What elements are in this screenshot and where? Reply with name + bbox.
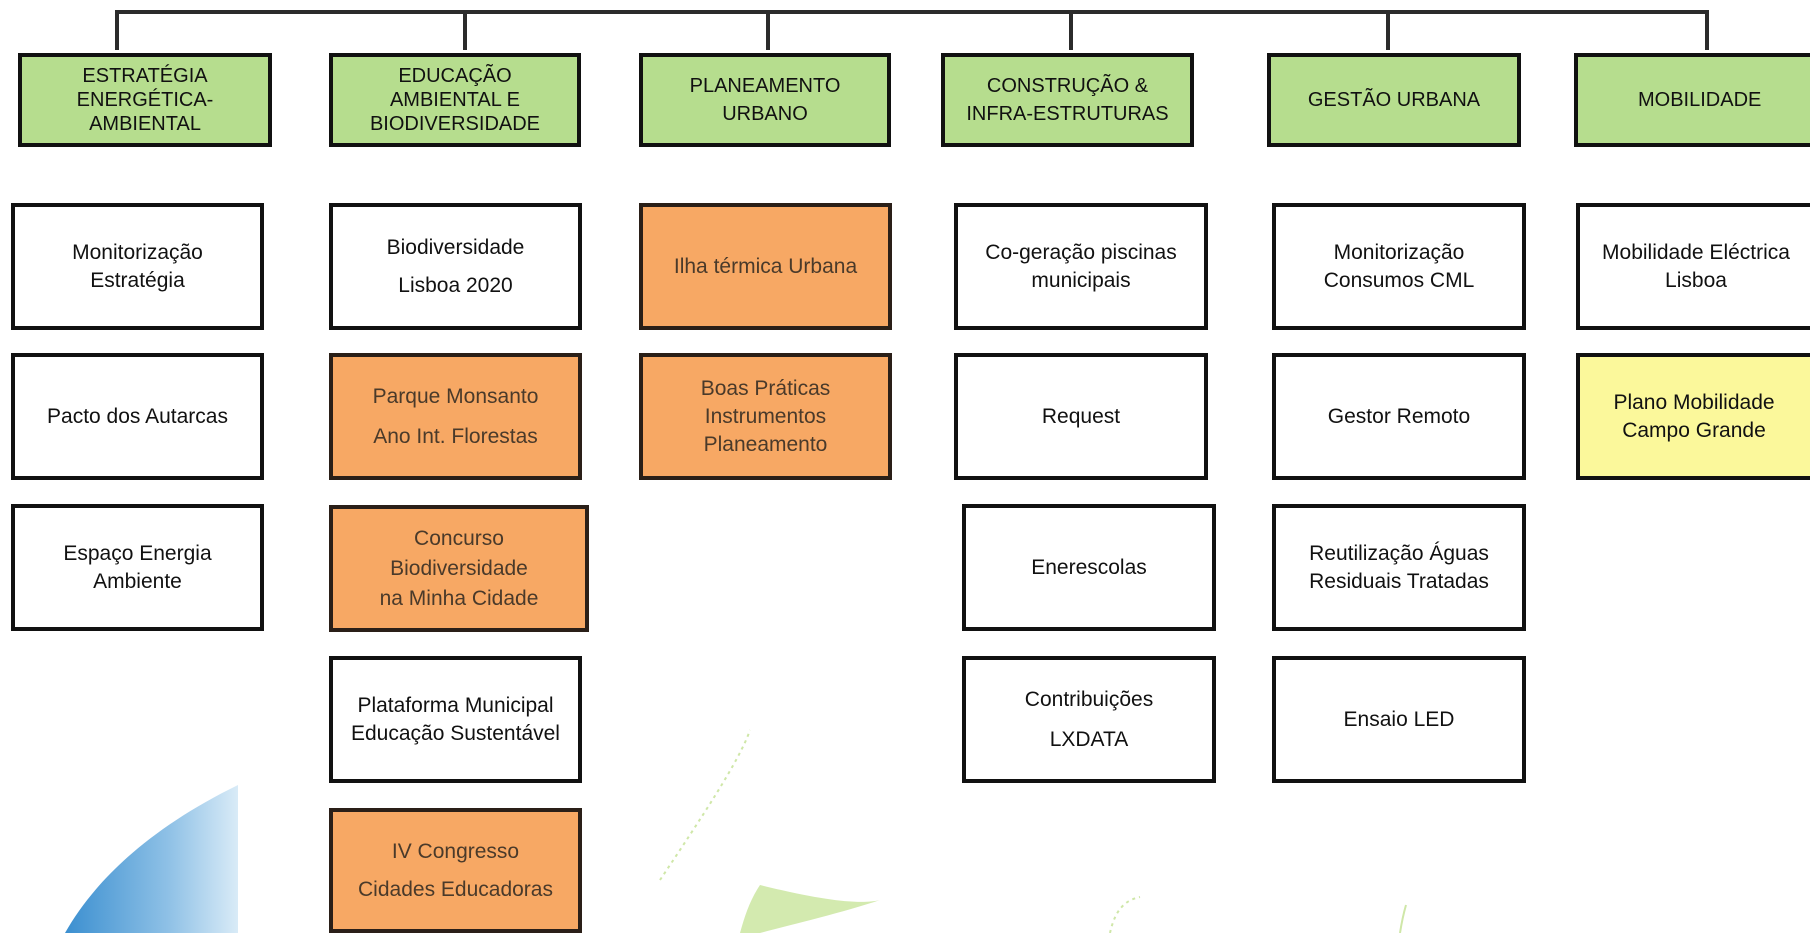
item-label: IV Congresso Cidades Educadoras [358, 839, 553, 901]
item-box-pacto-dos-autarcas: Pacto dos Autarcas [11, 353, 264, 480]
column-header-gestao-urbana: GESTÃO URBANA [1267, 53, 1521, 147]
column-header-label: GESTÃO URBANA [1307, 89, 1481, 111]
column-header-label: CONSTRUÇÃO & INFRA-ESTRUTURAS [966, 75, 1169, 125]
item-label: Boas Práticas Instrumentos Planeamento [700, 376, 831, 456]
item-label: Contribuições LXDATA [1024, 687, 1154, 751]
item-box-co-geracao: Co-geração piscinas municipais [954, 203, 1208, 330]
green-dotted-arc [659, 729, 751, 881]
item-box-plano-mobilidade: Plano Mobilidade Campo Grande [1576, 353, 1810, 480]
item-box-reutilizacao-aguas: Reutilização Águas Residuais Tratadas [1272, 504, 1526, 631]
item-box-monitorizacao-estrategia: Monitorização Estratégia [11, 203, 264, 330]
column-header-mobilidade: MOBILIDADE [1574, 53, 1810, 147]
green-swoosh-shape [740, 885, 880, 933]
green-faint-arc-2 [1399, 904, 1407, 933]
item-label: Ensaio LED [1343, 707, 1455, 731]
item-label: Request [1041, 404, 1121, 428]
item-box-espaco-energia-ambiente: Espaço Energia Ambiente [11, 504, 264, 631]
item-box-monitorizacao-consumos: Monitorização Consumos CML [1272, 203, 1526, 330]
blue-swoosh-shape [65, 785, 238, 933]
item-box-plataforma-municipal: Plataforma Municipal Educação Sustentáve… [329, 656, 582, 783]
item-label: Concurso Biodiversidade na Minha Cidade [379, 526, 539, 610]
item-label: Co-geração piscinas municipais [985, 240, 1177, 292]
item-label: Mobilidade Eléctrica Lisboa [1602, 240, 1790, 292]
item-box-iv-congresso: IV Congresso Cidades Educadoras [329, 808, 582, 933]
column-header-planeamento: PLANEAMENTO URBANO [639, 53, 891, 147]
item-box-request: Request [954, 353, 1208, 480]
item-box-biodiversidade-lisboa: Biodiversidade Lisboa 2020 [329, 203, 582, 330]
item-label: Espaço Energia Ambiente [63, 541, 212, 593]
item-label: Monitorização Estratégia [72, 240, 203, 292]
item-label: Monitorização Consumos CML [1323, 240, 1475, 292]
column-header-construcao: CONSTRUÇÃO & INFRA-ESTRUTURAS [941, 53, 1194, 147]
item-box-contribuicoes-lxdata: Contribuições LXDATA [962, 656, 1216, 783]
green-faint-arc [1109, 896, 1141, 933]
item-label: Parque Monsanto Ano Int. Florestas [372, 384, 539, 448]
item-label: Ilha térmica Urbana [673, 254, 858, 278]
column-header-educacao: EDUCAÇÃO AMBIENTAL E BIODIVERSIDADE [329, 53, 581, 147]
item-box-parque-monsanto: Parque Monsanto Ano Int. Florestas [329, 353, 582, 480]
item-label: Plano Mobilidade Campo Grande [1613, 390, 1775, 442]
item-box-gestor-remoto: Gestor Remoto [1272, 353, 1526, 480]
item-box-enerescolas: Enerescolas [962, 504, 1216, 631]
item-label: Plataforma Municipal Educação Sustentáve… [351, 693, 560, 745]
top-connector-bar [115, 10, 1709, 50]
item-label: Biodiversidade Lisboa 2020 [386, 235, 525, 297]
item-box-mobilidade-electrica: Mobilidade Eléctrica Lisboa [1576, 203, 1810, 330]
item-label: Enerescolas [1031, 555, 1147, 579]
column-header-label: MOBILIDADE [1638, 89, 1762, 111]
item-box-ilha-termica: Ilha térmica Urbana [639, 203, 892, 330]
column-header-label: EDUCAÇÃO AMBIENTAL E BIODIVERSIDADE [369, 65, 541, 135]
column-header-label: PLANEAMENTO URBANO [689, 75, 841, 125]
item-box-boas-praticas: Boas Práticas Instrumentos Planeamento [639, 353, 892, 480]
column-header-label: ESTRATÉGIA ENERGÉTICA- AMBIENTAL [76, 65, 214, 135]
item-label: Gestor Remoto [1327, 404, 1471, 428]
item-box-concurso-biodiversidade: Concurso Biodiversidade na Minha Cidade [329, 505, 589, 632]
column-header-estrategia: ESTRATÉGIA ENERGÉTICA- AMBIENTAL [18, 53, 272, 147]
item-label: Reutilização Águas Residuais Tratadas [1309, 541, 1489, 593]
item-box-ensaio-led: Ensaio LED [1272, 656, 1526, 783]
item-label: Pacto dos Autarcas [47, 404, 228, 428]
